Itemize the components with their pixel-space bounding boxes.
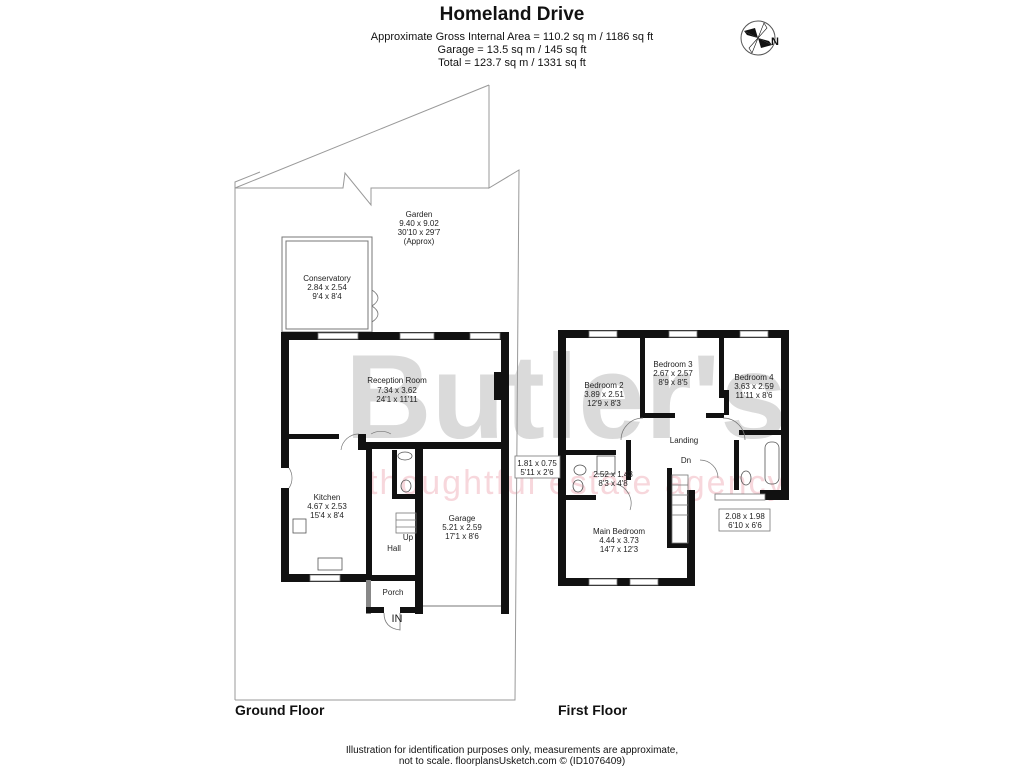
svg-text:5.21 x 2.59: 5.21 x 2.59: [442, 523, 482, 532]
svg-text:1.81 x 0.75: 1.81 x 0.75: [517, 459, 557, 468]
room-bedroom-3: Bedroom 3 2.67 x 2.57 8'9 x 8'5: [653, 360, 693, 387]
svg-text:14'7 x 12'3: 14'7 x 12'3: [600, 545, 639, 554]
svg-text:3.89 x 2.51: 3.89 x 2.51: [584, 390, 624, 399]
svg-text:Conservatory: Conservatory: [303, 274, 351, 283]
disclaimer-line-1: Illustration for identification purposes…: [345, 745, 679, 756]
room-kitchen: Kitchen 4.67 x 2.53 15'4 x 8'4: [307, 493, 347, 520]
first-floor-plan: [514, 330, 789, 586]
svg-text:2.52 x 1.43: 2.52 x 1.43: [593, 470, 633, 479]
svg-text:12'9 x 8'3: 12'9 x 8'3: [587, 399, 621, 408]
svg-text:Bedroom 2: Bedroom 2: [584, 381, 624, 390]
stair-down-label: Dn: [681, 456, 691, 465]
svg-text:Reception Room: Reception Room: [367, 376, 427, 385]
svg-text:4.44 x 3.73: 4.44 x 3.73: [599, 536, 639, 545]
room-main-bedroom: Main Bedroom 4.44 x 3.73 14'7 x 12'3: [593, 527, 645, 554]
svg-text:Kitchen: Kitchen: [314, 493, 341, 502]
room-landing: Landing: [670, 436, 698, 445]
svg-text:2.08 x 1.98: 2.08 x 1.98: [725, 512, 765, 521]
room-bedroom-2: Bedroom 2 3.89 x 2.51 12'9 x 8'3: [584, 381, 624, 408]
svg-text:15'4 x 8'4: 15'4 x 8'4: [310, 511, 344, 520]
svg-text:Garden: Garden: [406, 210, 433, 219]
compass-rose-icon: [740, 20, 776, 56]
svg-text:2.67 x 2.57: 2.67 x 2.57: [653, 369, 693, 378]
svg-text:24'1 x 11'11: 24'1 x 11'11: [376, 395, 418, 404]
svg-text:9'4 x 8'4: 9'4 x 8'4: [312, 292, 342, 301]
svg-text:3.63 x 2.59: 3.63 x 2.59: [734, 382, 774, 391]
ground-floor-label: Ground Floor: [235, 702, 325, 718]
svg-text:Main Bedroom: Main Bedroom: [593, 527, 645, 536]
north-label: N: [771, 36, 779, 48]
room-reception: Reception Room 7.34 x 3.62 24'1 x 11'11: [367, 376, 427, 404]
room-garden: Garden 9.40 x 9.02 30'10 x 29'7 (Approx): [398, 210, 441, 246]
entrance-label: IN: [392, 613, 403, 625]
svg-text:9.40 x 9.02: 9.40 x 9.02: [399, 219, 439, 228]
svg-text:(Approx): (Approx): [404, 237, 435, 246]
svg-text:7.34 x 3.62: 7.34 x 3.62: [377, 386, 417, 395]
gross-area-line: Approximate Gross Internal Area = 110.2 …: [370, 31, 654, 43]
callout-bathroom: 2.08 x 1.98 6'10 x 6'6: [725, 512, 765, 530]
svg-text:2.84 x 2.54: 2.84 x 2.54: [307, 283, 347, 292]
garage-area-line: Garage = 13.5 sq m / 145 sq ft: [437, 44, 587, 56]
callout-cupboard: 1.81 x 0.75 5'11 x 2'6: [517, 459, 557, 477]
svg-text:8'3 x 4'8: 8'3 x 4'8: [598, 479, 628, 488]
first-floor-label: First Floor: [558, 702, 628, 718]
page-title: Homeland Drive: [439, 4, 585, 25]
stair-up-label: Up: [403, 533, 414, 542]
room-hall: Hall: [387, 544, 401, 553]
ground-floor-plan: [234, 84, 520, 701]
svg-text:Bedroom 4: Bedroom 4: [734, 373, 774, 382]
room-garage: Garage 5.21 x 2.59 17'1 x 8'6: [442, 514, 482, 541]
svg-text:5'11 x 2'6: 5'11 x 2'6: [520, 468, 554, 477]
disclaimer-line-2: not to scale. floorplansUsketch.com © (I…: [398, 756, 626, 767]
svg-text:Garage: Garage: [449, 514, 476, 523]
svg-text:30'10 x 29'7: 30'10 x 29'7: [398, 228, 441, 237]
room-conservatory: Conservatory 2.84 x 2.54 9'4 x 8'4: [303, 274, 351, 301]
svg-text:17'1 x 8'6: 17'1 x 8'6: [445, 532, 479, 541]
disclaimer: Illustration for identification purposes…: [0, 745, 1024, 767]
total-area-line: Total = 123.7 sq m / 1331 sq ft: [438, 57, 586, 69]
svg-text:8'9 x 8'5: 8'9 x 8'5: [658, 378, 688, 387]
room-bedroom-4: Bedroom 4 3.63 x 2.59 11'11 x 8'6: [734, 373, 774, 400]
svg-text:6'10 x 6'6: 6'10 x 6'6: [728, 521, 762, 530]
room-ensuite: 2.52 x 1.43 8'3 x 4'8: [593, 470, 633, 488]
svg-text:Bedroom 3: Bedroom 3: [653, 360, 693, 369]
svg-text:11'11 x 8'6: 11'11 x 8'6: [735, 391, 773, 400]
room-porch: Porch: [383, 588, 404, 597]
svg-text:4.67 x 2.53: 4.67 x 2.53: [307, 502, 347, 511]
